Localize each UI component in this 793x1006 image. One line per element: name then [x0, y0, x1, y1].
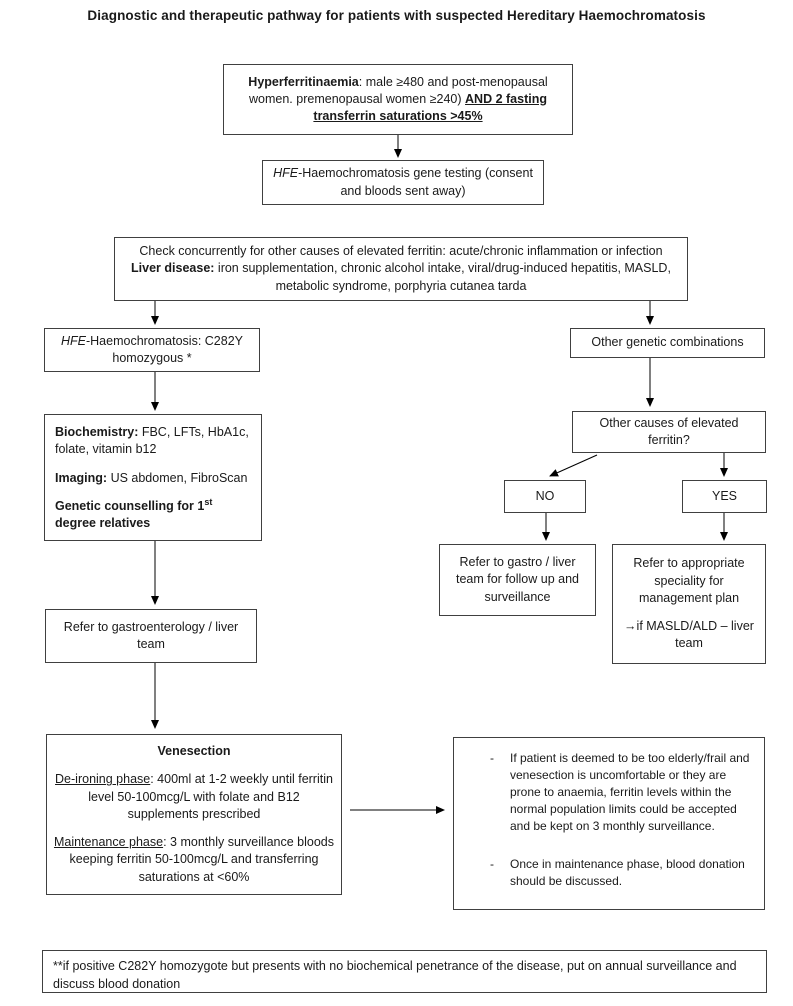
box-other-causes: Other causes of elevated ferritin?: [572, 411, 766, 453]
box-c282y-homozygous: HFE-Haemochromatosis: C282Y homozygous *: [44, 328, 260, 372]
genetic-counselling-post: degree relatives: [55, 516, 151, 530]
other-genetic-text: Other genetic combinations: [591, 335, 744, 350]
deironing-term: De-ironing phase: [55, 772, 151, 787]
box-refer-gastroenterology: Refer to gastroenterology / liver team: [45, 609, 257, 663]
c282y-body: -Haemochromatosis: C282Y homozygous *: [85, 333, 243, 365]
refer-gastroenterology-text: Refer to gastroenterology / liver team: [63, 619, 239, 651]
box-refer-speciality: Refer to appropriate speciality for mana…: [612, 544, 766, 664]
elderly-bullet-1-text: If patient is deemed to be too elderly/f…: [510, 751, 750, 834]
genetic-counselling-ordinal: st: [204, 496, 213, 507]
refer-speciality-line2: →if MASLD/ALD – liver team: [624, 619, 754, 651]
workup-biochemistry: Biochemistry: FBC, LFTs, HbA1c, folate, …: [55, 424, 251, 459]
venesection-deironing: De-ironing phase: 400ml at 1-2 weekly un…: [53, 771, 335, 823]
refer-gastro-surveillance-text: Refer to gastro / liver team for follow …: [456, 555, 579, 604]
liver-disease-items: iron supplementation, chronic alcohol in…: [214, 261, 671, 276]
bullet-dash-1: -: [490, 751, 494, 765]
liver-disease-term: Liver disease:: [131, 261, 215, 276]
bullet-dash-2: -: [490, 857, 494, 872]
box-venesection: Venesection De-ironing phase: 400ml at 1…: [46, 734, 342, 895]
check-concurrently-line1: Check concurrently for other causes of e…: [139, 244, 663, 259]
maintenance-detail: : 3 monthly surveillance bloods keeping …: [69, 835, 335, 884]
check-concurrently-text: Check concurrently for other causes of e…: [131, 243, 671, 295]
gene-testing-body: -Haemochromatosis gene testing (consent …: [298, 166, 533, 198]
workup-imaging: Imaging: US abdomen, FibroScan: [55, 470, 251, 487]
venesection-maintenance: Maintenance phase: 3 monthly surveillanc…: [53, 834, 335, 886]
biochemistry-term: Biochemistry:: [55, 425, 139, 439]
box-footnote: **if positive C282Y homozygote but prese…: [42, 950, 767, 993]
hyperferritinaemia-emphasis: AND 2 fasting transferrin saturations >4…: [313, 91, 547, 124]
elderly-bullet-1: - If patient is deemed to be too elderly…: [454, 750, 758, 835]
box-no: NO: [504, 480, 586, 513]
box-yes: YES: [682, 480, 767, 513]
yes-label: YES: [711, 488, 737, 503]
hyperferritinaemia-text: Hyperferritinaemia: male ≥480 and post-m…: [232, 74, 564, 126]
arrow-to-no: [549, 454, 598, 477]
footnote-text: **if positive C282Y homozygote but prese…: [53, 959, 737, 992]
no-label: NO: [535, 488, 555, 503]
elderly-bullet-2-text: Once in maintenance phase, blood donatio…: [510, 857, 745, 889]
gene-testing-text: HFE-Haemochromatosis gene testing (conse…: [271, 165, 535, 200]
imaging-term: Imaging:: [55, 470, 108, 485]
box-hyperferritinaemia: Hyperferritinaemia: male ≥480 and post-m…: [223, 64, 573, 135]
other-causes-text: Other causes of elevated ferritin?: [599, 415, 739, 447]
box-other-genetic: Other genetic combinations: [570, 328, 765, 358]
venesection-heading: Venesection: [157, 744, 231, 759]
maintenance-term: Maintenance phase: [53, 835, 164, 850]
biochemistry-items: FBC, LFTs, HbA1c, folate, vitamin b12: [55, 425, 249, 457]
c282y-hfe: HFE: [60, 333, 86, 348]
workup-genetic-counselling: Genetic counselling for 1st degree relat…: [55, 496, 251, 533]
liver-disease-items-2: metabolic syndrome, porphyria cutanea ta…: [275, 278, 527, 293]
box-elderly-note: - If patient is deemed to be too elderly…: [453, 737, 765, 910]
elderly-bullet-2: - Once in maintenance phase, blood donat…: [454, 856, 758, 890]
box-refer-gastro-surveillance: Refer to gastro / liver team for follow …: [439, 544, 596, 616]
c282y-text: HFE-Haemochromatosis: C282Y homozygous *: [53, 333, 251, 368]
refer-speciality-text: Refer to appropriate speciality for mana…: [621, 555, 757, 652]
check-concurrently-line2: Liver disease: iron supplementation, chr…: [131, 260, 671, 295]
refer-speciality-line1: Refer to appropriate speciality for mana…: [633, 556, 745, 605]
deironing-detail: : 400ml at 1-2 weekly until ferritin lev…: [88, 772, 333, 821]
page-title: Diagnostic and therapeutic pathway for p…: [87, 8, 706, 23]
box-check-concurrently: Check concurrently for other causes of e…: [114, 237, 688, 301]
box-gene-testing: HFE-Haemochromatosis gene testing (conse…: [262, 160, 544, 205]
gene-testing-hfe: HFE: [273, 166, 299, 181]
box-workup: Biochemistry: FBC, LFTs, HbA1c, folate, …: [44, 414, 262, 541]
imaging-items: US abdomen, FibroScan: [107, 470, 248, 485]
hyperferritinaemia-term: Hyperferritinaemia: [248, 74, 359, 89]
hyperferritinaemia-body: : male ≥480 and post-menopausal women. p…: [249, 74, 548, 106]
genetic-counselling-pre: Genetic counselling for 1: [55, 498, 205, 513]
